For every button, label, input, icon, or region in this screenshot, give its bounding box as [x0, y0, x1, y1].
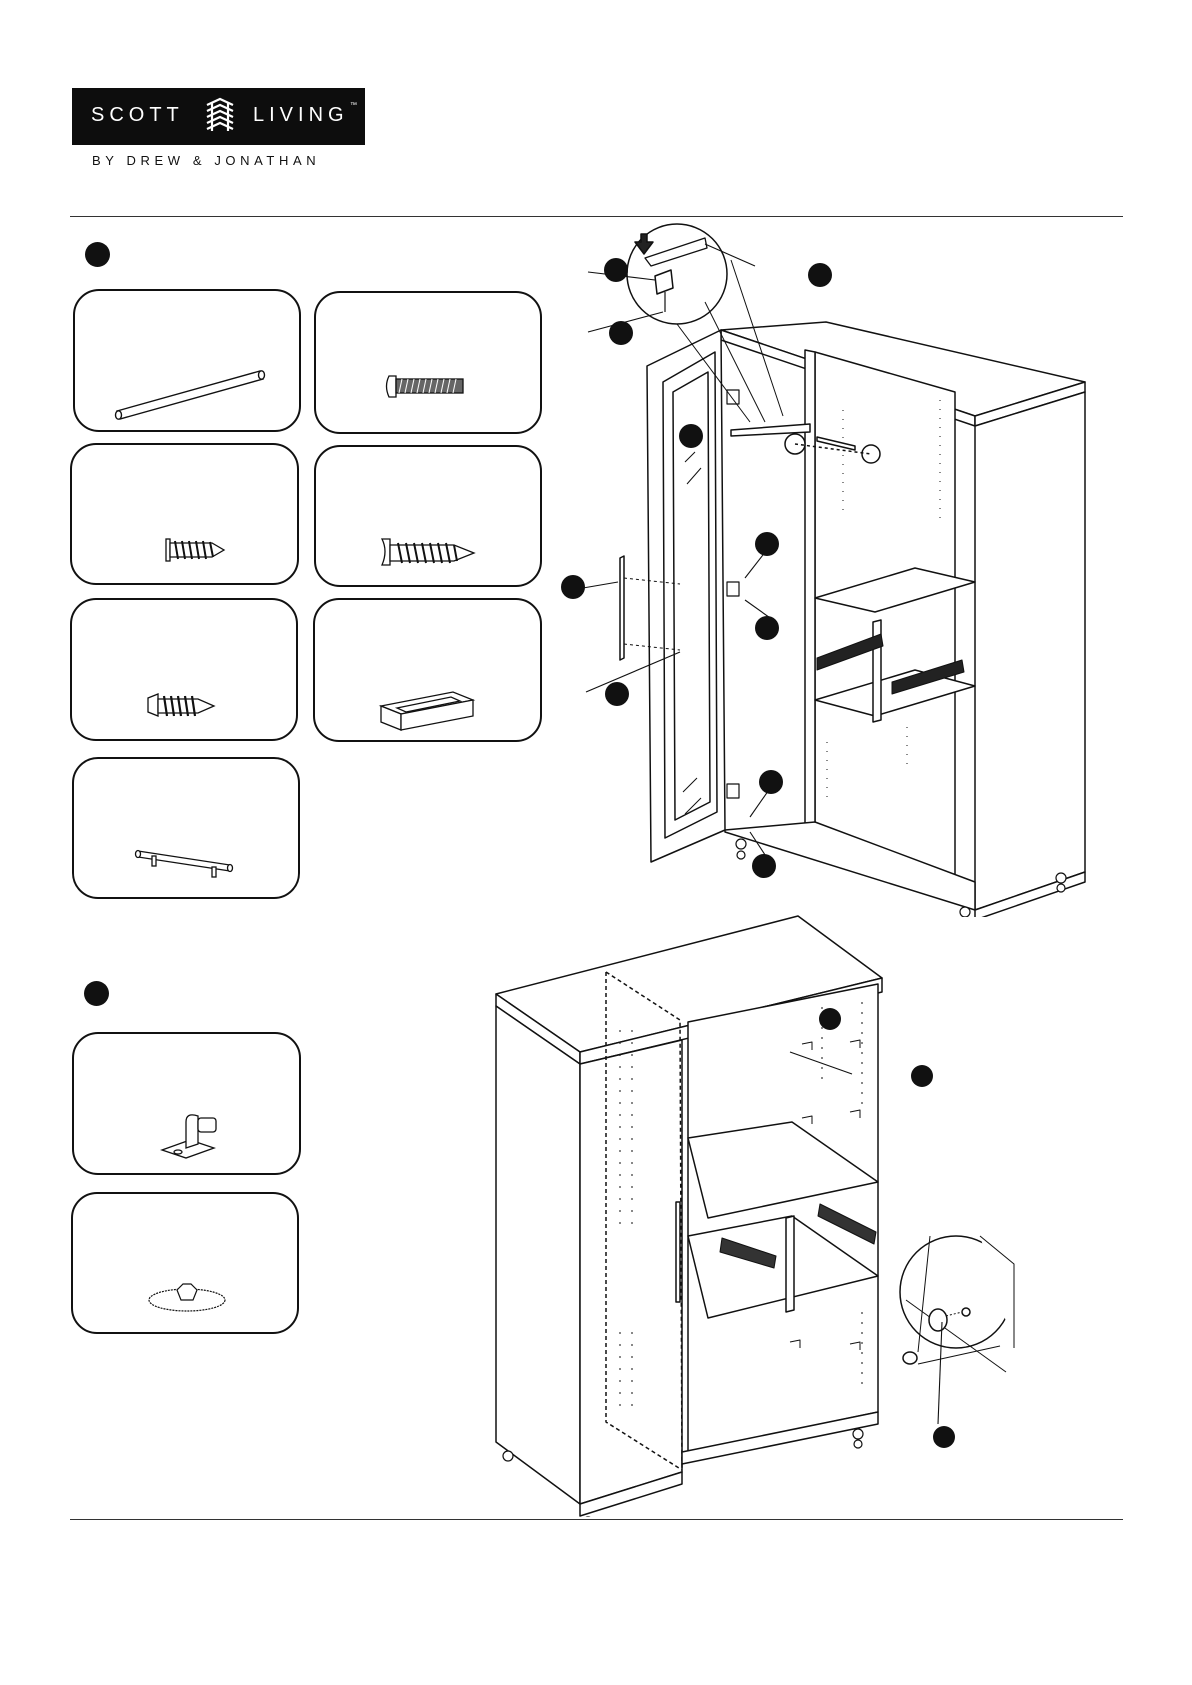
step-a-assembly-diagram — [555, 222, 1095, 917]
brand-mark-icon — [203, 97, 237, 135]
short-wood-screw-icon — [72, 445, 301, 587]
brand-name-left: SCOTT — [91, 104, 184, 127]
callout-marker — [911, 1065, 933, 1087]
hanging-rod-icon — [75, 291, 303, 434]
step-a-number-badge — [85, 242, 110, 267]
footer-rule — [70, 1519, 1123, 1520]
part-box-caster-cap — [71, 1192, 299, 1334]
part-box-hanging-rod — [73, 289, 301, 432]
door-handle-icon — [74, 759, 302, 901]
callout-marker — [605, 682, 629, 706]
shelf-support-pin-icon — [74, 1034, 303, 1177]
step-b-number-badge — [84, 981, 109, 1006]
callout-marker — [561, 575, 585, 599]
callout-marker — [808, 263, 832, 287]
part-box-rod-bracket-block — [313, 598, 542, 742]
header-rule — [70, 216, 1123, 217]
part-box-shelf-support-pin — [72, 1032, 301, 1175]
part-box-door-handle — [72, 757, 300, 899]
callout-marker — [604, 258, 628, 282]
callout-marker — [679, 424, 703, 448]
brand-logo: SCOTT LIVING ™ — [72, 88, 365, 145]
callout-marker — [933, 1426, 955, 1448]
caster-cap-icon — [73, 1194, 301, 1336]
callout-marker — [755, 616, 779, 640]
part-box-long-wood-screw — [314, 445, 542, 587]
brand-tagline: BY DREW & JONATHAN — [92, 153, 320, 168]
step-b-assembly-diagram — [490, 912, 1030, 1517]
callout-marker — [609, 321, 633, 345]
brand-name-right: LIVING — [253, 104, 349, 127]
part-box-short-wood-screw — [70, 443, 299, 585]
machine-bolt-icon — [316, 293, 544, 436]
callout-marker — [755, 532, 779, 556]
part-box-machine-bolt — [314, 291, 542, 434]
callout-marker — [759, 770, 783, 794]
washer-head-screw-icon — [72, 600, 300, 743]
callout-marker — [819, 1008, 841, 1030]
long-wood-screw-icon — [316, 447, 544, 589]
brand-trademark: ™ — [350, 102, 357, 109]
part-box-washer-head-screw — [70, 598, 298, 741]
rod-bracket-block-icon — [315, 600, 544, 744]
callout-marker — [752, 854, 776, 878]
